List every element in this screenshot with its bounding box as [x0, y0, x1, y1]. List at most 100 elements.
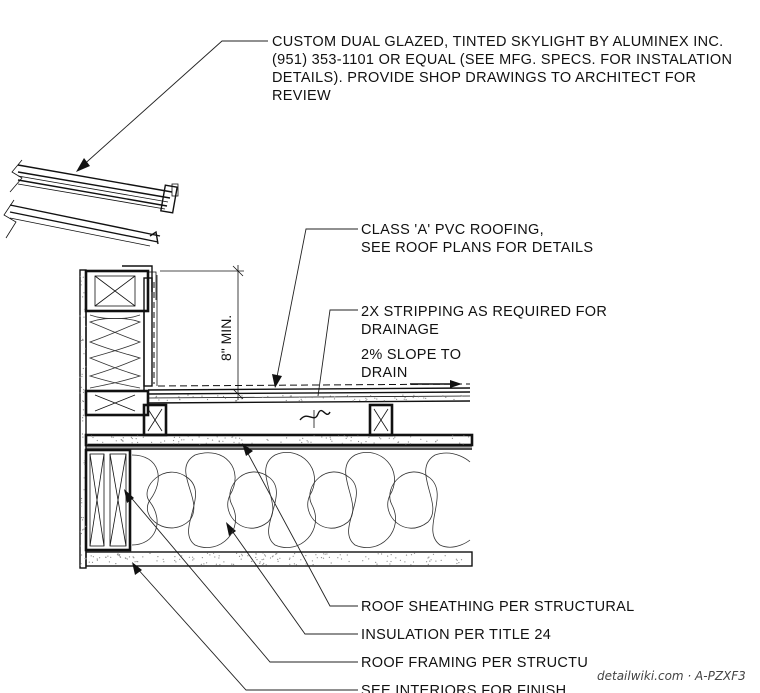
speckle-dot — [298, 400, 300, 402]
speckle-dot — [157, 556, 159, 558]
speckle-dot — [329, 436, 331, 438]
speckle-dot — [148, 552, 151, 554]
speckle-dot — [79, 275, 82, 277]
speckle-dot — [110, 556, 112, 558]
speckle-dot — [298, 396, 300, 398]
speckle-dot — [365, 441, 367, 443]
speckle-dot — [346, 554, 348, 556]
speckle-dot — [410, 564, 412, 566]
speckle-dot — [445, 396, 447, 398]
speckle-dot — [96, 558, 98, 560]
speckle-dot — [172, 439, 175, 442]
speckle-dot — [240, 398, 242, 400]
speckle-dot — [82, 529, 84, 531]
speckle-dot — [217, 395, 219, 397]
speckle-dot — [324, 553, 326, 555]
speckle-dot — [183, 439, 185, 441]
speckle-dot — [241, 439, 243, 441]
speckle-dot — [362, 560, 364, 562]
speckle-dot — [264, 554, 266, 556]
speckle-dot — [396, 398, 398, 400]
speckle-dot — [151, 441, 153, 443]
speckle-dot — [339, 554, 341, 556]
speckle-dot — [426, 561, 428, 563]
speckle-dot — [134, 561, 136, 563]
speckle-dot — [366, 398, 368, 400]
speckle-dot — [193, 558, 195, 560]
note-skylight: CUSTOM DUAL GLAZED, TINTED SKYLIGHT BY A… — [272, 34, 732, 104]
speckle-dot — [365, 400, 367, 402]
speckle-dot — [84, 463, 86, 466]
speckle-dot — [348, 560, 350, 563]
speckle-dot — [376, 563, 378, 565]
speckle-dot — [80, 505, 82, 507]
speckle-dot — [402, 394, 404, 396]
speckle-dot — [352, 400, 354, 402]
speckle-dot — [456, 559, 458, 561]
speckle-dot — [218, 441, 220, 443]
speckle-dot — [412, 561, 415, 563]
speckle-dot — [463, 435, 465, 437]
speckle-dot — [198, 436, 200, 438]
speckle-dot — [218, 557, 220, 559]
speckle-dot — [307, 441, 309, 443]
speckle-dot — [82, 414, 84, 416]
speckle-dot — [444, 555, 446, 557]
roof-framing-insulation — [84, 448, 473, 567]
speckle-dot — [240, 558, 242, 560]
speckle-dot — [173, 436, 175, 438]
speckle-dot — [179, 558, 181, 560]
speckle-dot — [83, 389, 85, 391]
speckle-dot — [81, 339, 83, 342]
speckle-dot — [456, 562, 458, 565]
speckle-dot — [173, 443, 175, 445]
speckle-dot — [277, 558, 279, 561]
speckle-dot — [122, 437, 124, 439]
speckle-dot — [82, 436, 84, 438]
speckle-dot — [365, 556, 367, 558]
speckle-dot — [262, 552, 264, 554]
speckle-dot — [247, 555, 249, 557]
speckle-dot — [80, 499, 82, 501]
speckle-dot — [426, 440, 428, 442]
speckle-dot — [178, 396, 180, 398]
speckle-dot — [432, 553, 435, 555]
speckle-dot — [192, 396, 194, 398]
speckle-dot — [255, 553, 257, 555]
speckle-dot — [429, 560, 431, 562]
speckle-dot — [337, 557, 339, 559]
speckle-dot — [191, 439, 193, 441]
speckle-dot — [328, 556, 330, 559]
note-insulation: INSULATION PER TITLE 24 — [361, 627, 551, 643]
speckle-dot — [330, 562, 332, 564]
speckle-dot — [410, 554, 413, 556]
speckle-dot — [377, 553, 379, 555]
speckle-dot — [206, 552, 209, 554]
speckle-dot — [201, 395, 203, 397]
speckle-dot — [259, 562, 261, 565]
speckle-dot — [213, 552, 215, 554]
speckle-dot — [88, 561, 90, 563]
speckle-dot — [137, 441, 139, 444]
speckle-dot — [81, 375, 83, 378]
speckle-dot — [133, 557, 135, 559]
speckle-dot — [235, 437, 237, 439]
speckle-dot — [267, 395, 269, 398]
speckle-dot — [181, 555, 183, 557]
speckle-dot — [236, 552, 238, 555]
speckle-dot — [223, 561, 225, 563]
speckle-dot — [155, 395, 158, 397]
speckle-dot — [360, 442, 362, 444]
speckle-dot — [156, 560, 158, 562]
speckle-dot — [115, 440, 117, 442]
speckle-dot — [403, 398, 405, 400]
speckle-dot — [81, 433, 84, 435]
speckle-dot — [83, 308, 86, 310]
speckle-dot — [90, 555, 92, 557]
speckle-dot — [373, 442, 375, 444]
speckle-dot — [83, 353, 85, 355]
speckle-dot — [102, 441, 104, 443]
speckle-dot — [282, 395, 284, 397]
speckle-dot — [436, 439, 438, 441]
